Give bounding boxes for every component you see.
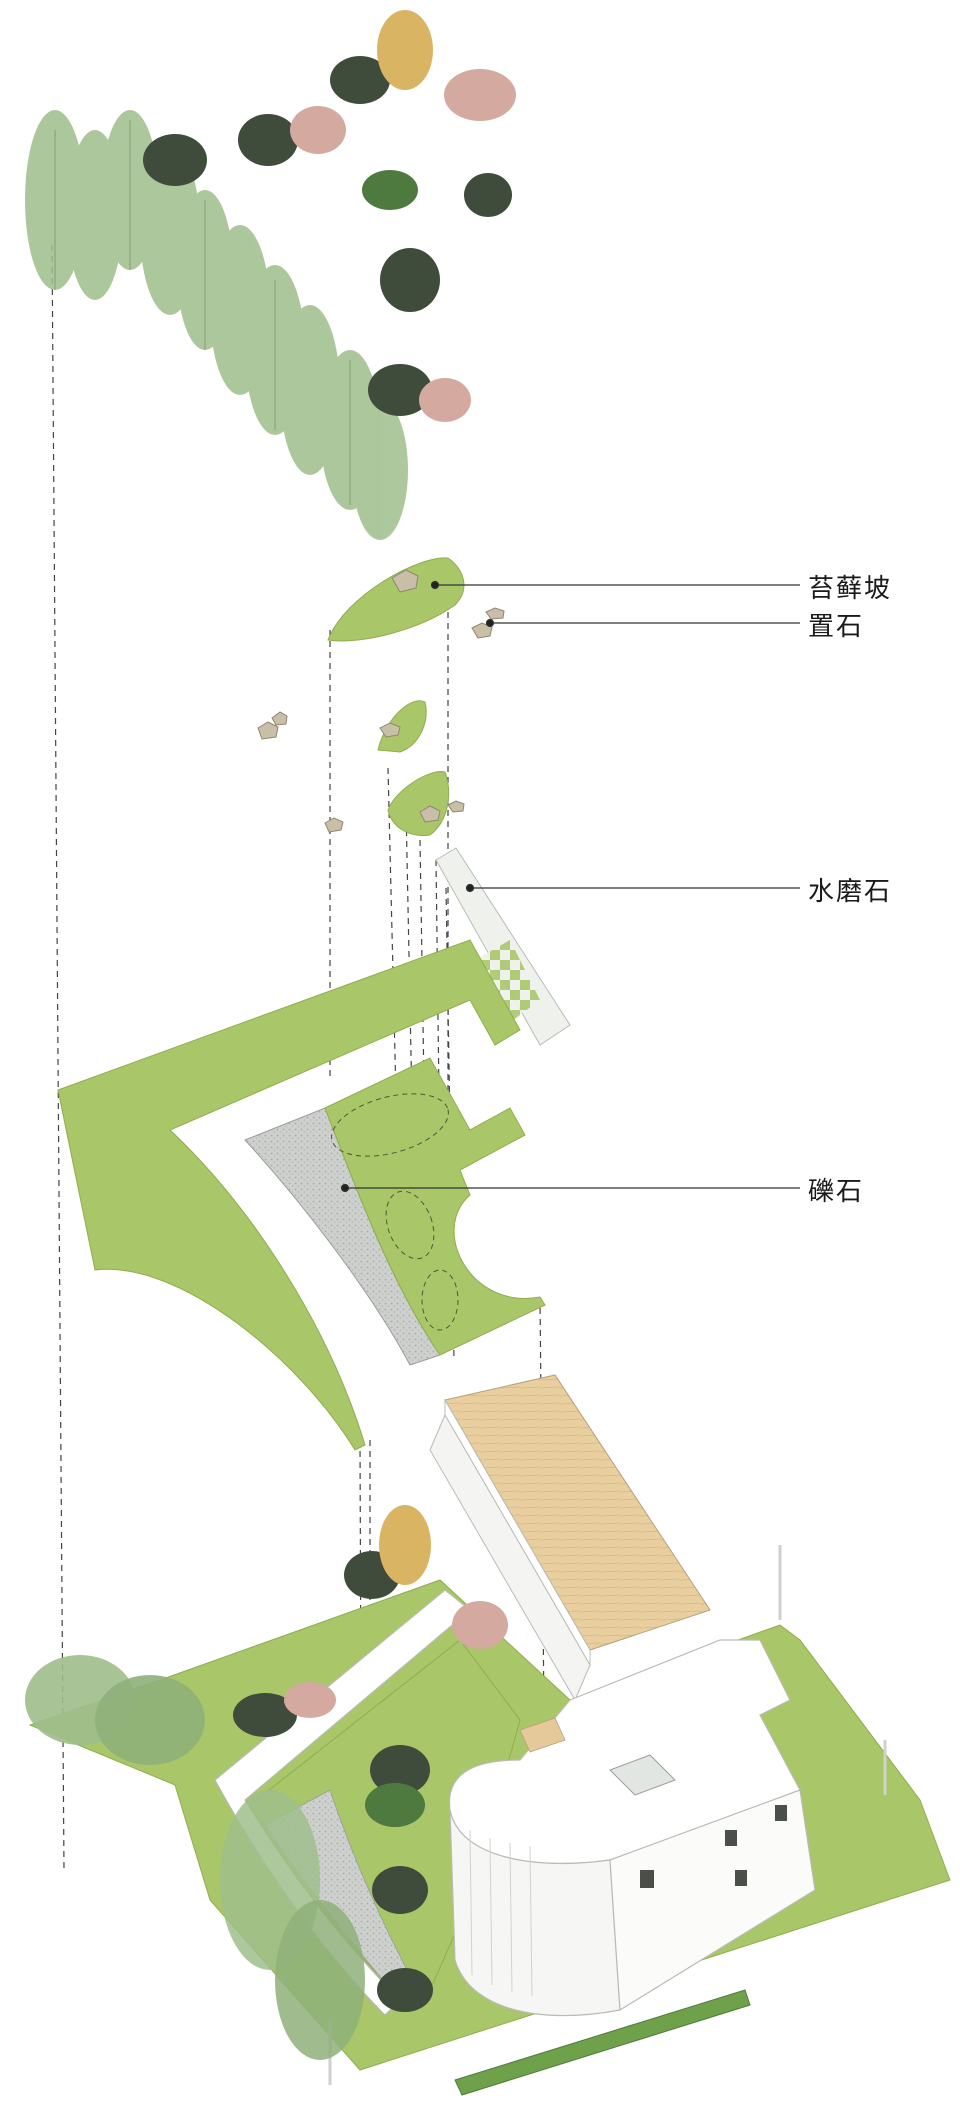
lawn-main [57, 939, 521, 1451]
dark-shrubs [143, 56, 512, 416]
label-gravel: 礫石 [808, 1177, 865, 1207]
lawn-courtyard [324, 1057, 546, 1356]
poplar-row [25, 110, 408, 540]
tree-layer [25, 10, 516, 540]
placed-stones [257, 569, 505, 833]
gold-tree [377, 10, 433, 90]
moss-slope-large [327, 557, 465, 642]
courtyard-trees [25, 1505, 508, 2060]
main-facade [609, 1789, 816, 2012]
moss-stone-layer [257, 557, 505, 837]
building-layer [25, 1374, 951, 2096]
green-shrub [362, 170, 418, 210]
pink-shrubs [290, 69, 516, 422]
moss-slope-mid [387, 771, 450, 837]
ground-layer [57, 847, 571, 1451]
leader-lines [340, 580, 800, 1193]
green-bench [454, 1989, 751, 2096]
label-placed-stone: 置石 [808, 612, 865, 642]
label-moss-slope: 苔藓坡 [808, 574, 893, 604]
skylight [609, 1754, 676, 1796]
label-terrazzo: 水磨石 [808, 877, 893, 907]
